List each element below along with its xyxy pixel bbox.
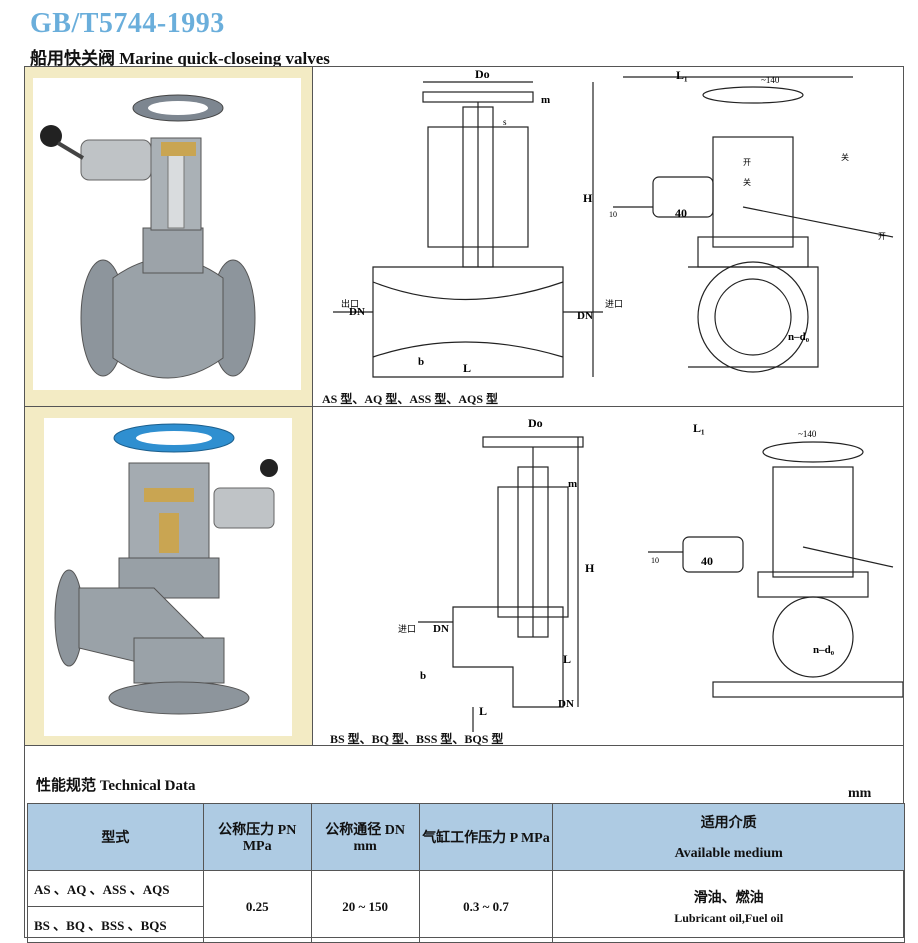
label-m: m bbox=[541, 94, 550, 106]
medium-cn: 滑油、燃油 bbox=[693, 891, 764, 906]
label-close: 关 bbox=[743, 177, 751, 187]
label-d0: Do bbox=[475, 67, 490, 81]
header-medium: 适用介质 Available medium bbox=[552, 803, 905, 871]
label-10-b: 10 bbox=[651, 556, 659, 565]
label-dn-right: DN bbox=[577, 310, 593, 322]
column-divider bbox=[312, 66, 313, 746]
type-b-cell: BS 、BQ 、BSS 、BQS bbox=[27, 906, 204, 943]
unit-label: mm bbox=[848, 786, 872, 801]
label-l-side: L bbox=[563, 652, 571, 666]
header-medium-cn: 适用介质 bbox=[700, 816, 757, 831]
photo-straight-valve bbox=[33, 78, 301, 390]
label-dn-b: DN bbox=[433, 623, 449, 635]
caption-angle-types: BS 型、BQ 型、BSS 型、BQS 型 bbox=[330, 732, 504, 746]
label-s: s bbox=[503, 117, 507, 127]
label-40: 40 bbox=[675, 206, 687, 220]
cylinder-value: 0.3 ~ 0.7 bbox=[418, 870, 554, 943]
dn-value: 20 ~ 150 bbox=[310, 870, 420, 943]
label-open-2: 开 bbox=[878, 232, 886, 241]
label-h: H bbox=[583, 191, 593, 205]
table-row: BS 、BQ 、BSS 、BQS bbox=[27, 906, 905, 943]
header-pn: 公称压力 PN MPa bbox=[202, 803, 312, 871]
label-l-b: L bbox=[479, 704, 487, 718]
drawing-straight-valve: Do m H DN DN 出口 进口 L b s L₁ ~140 40 10 n… bbox=[333, 67, 894, 378]
drawing-angle-valve: Do m H DN 进口 L L DN b L₁ ~140 40 10 n–d₀ bbox=[398, 416, 903, 732]
pn-value: 0.25 bbox=[202, 870, 312, 943]
medium-value: 滑油、燃油 Lubricant oil,Fuel oil bbox=[552, 870, 905, 943]
label-inlet-b: 进口 bbox=[398, 624, 416, 634]
header-dn: 公称通径 DN mm bbox=[310, 803, 420, 871]
label-m-b: m bbox=[568, 478, 577, 490]
row-divider bbox=[24, 406, 904, 407]
label-l1: L₁ bbox=[676, 68, 688, 82]
label-140: ~140 bbox=[761, 75, 780, 85]
table-header-row: 型式 公称压力 PN MPa 公称通径 DN mm 气缸工作压力 P MPa 适… bbox=[27, 803, 905, 871]
photo-angle-valve bbox=[44, 418, 292, 736]
label-40-b: 40 bbox=[701, 554, 713, 568]
label-b: b bbox=[418, 356, 424, 368]
type-a-cell: AS 、AQ 、ASS 、AQS bbox=[27, 870, 204, 907]
caption-straight-types: AS 型、AQ 型、ASS 型、AQS 型 bbox=[322, 392, 499, 406]
label-close-2: 关 bbox=[841, 152, 849, 162]
label-10: 10 bbox=[609, 210, 617, 219]
label-h-b: H bbox=[585, 561, 595, 575]
header-cylinder: 气缸工作压力 P MPa bbox=[418, 803, 554, 871]
row-divider bbox=[24, 745, 904, 746]
product-title: 船用快关阀 Marine quick-closeing valves bbox=[30, 49, 330, 68]
label-n-d0: n–d₀ bbox=[788, 331, 810, 343]
label-outlet: 出口 bbox=[341, 298, 359, 309]
label-inlet: 进口 bbox=[605, 299, 623, 309]
header-type: 型式 bbox=[27, 803, 204, 871]
table-row: AS 、AQ 、ASS 、AQS 0.25 20 ~ 150 0.3 ~ 0.7… bbox=[27, 870, 905, 943]
header-medium-en: Available medium bbox=[674, 846, 783, 861]
label-140-b: ~140 bbox=[798, 429, 817, 439]
label-l1-b: L₁ bbox=[693, 421, 705, 435]
label-dn-left: DN bbox=[349, 306, 365, 318]
technical-data-title: 性能规范 Technical Data bbox=[36, 778, 196, 794]
label-d0-b: Do bbox=[528, 416, 543, 430]
medium-en: Lubricant oil,Fuel oil bbox=[674, 911, 784, 925]
label-dn-bottom: DN bbox=[558, 698, 574, 710]
label-l: L bbox=[463, 361, 471, 375]
label-n-d0-b: n–d₀ bbox=[813, 644, 835, 656]
technical-data-table: 型式 公称压力 PN MPa 公称通径 DN mm 气缸工作压力 P MPa 适… bbox=[27, 803, 905, 943]
standard-title: GB/T5744-1993 bbox=[30, 8, 225, 39]
label-open: 开 bbox=[743, 158, 751, 167]
label-b-b: b bbox=[420, 670, 426, 682]
